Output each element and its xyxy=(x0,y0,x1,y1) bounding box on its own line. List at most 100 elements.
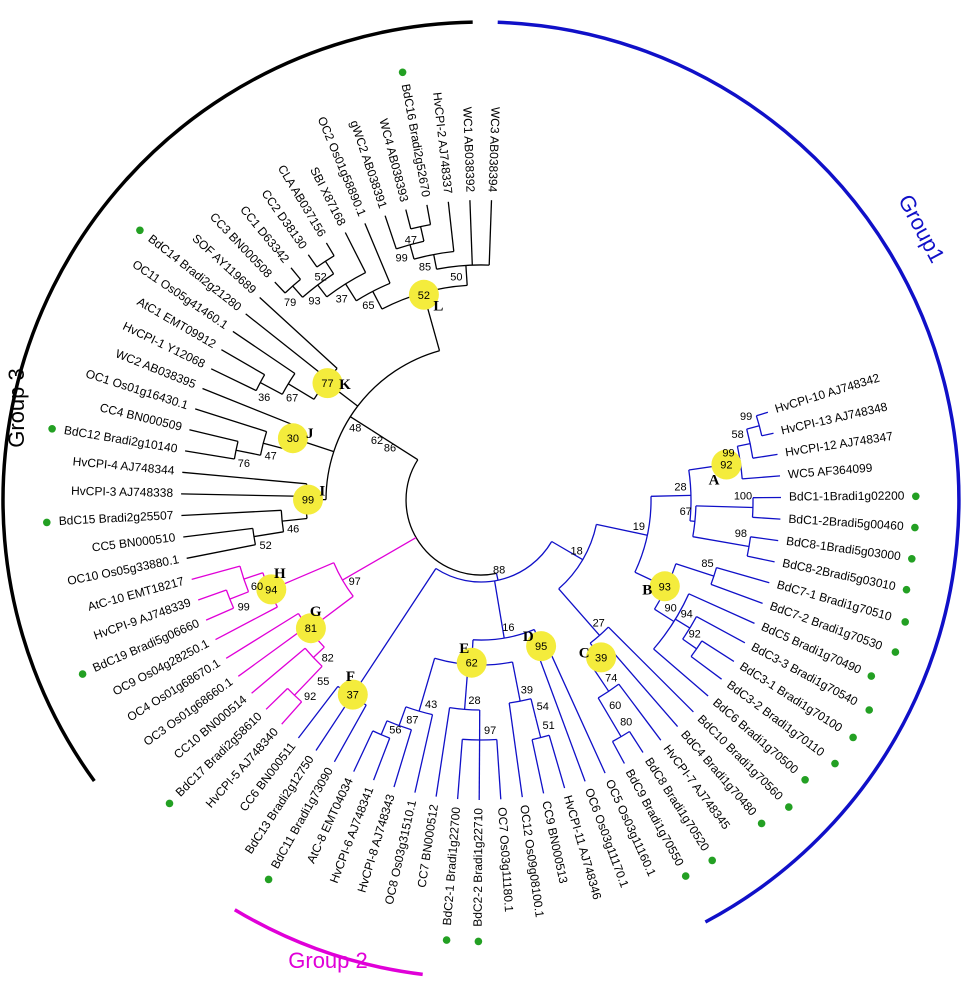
bootstrap-19: 51 xyxy=(542,720,554,732)
branch-line-46 xyxy=(690,655,722,680)
branch-line-75 xyxy=(535,718,542,738)
node-letter-D: D xyxy=(523,629,534,645)
bootstrap-29: 92 xyxy=(304,691,316,703)
leaf-marker-27 xyxy=(442,936,451,944)
branch-line-188 xyxy=(409,244,415,260)
bootstrap-9: 92 xyxy=(689,629,701,641)
leaf-label-49: HvCPI-4 AJ748344 xyxy=(72,454,175,477)
branch-line-190 xyxy=(384,215,397,250)
branch-line-19 xyxy=(752,453,778,459)
group-arcs xyxy=(1,20,961,977)
branch-line-68 xyxy=(535,649,586,782)
bootstrap-51: 99 xyxy=(395,253,407,265)
node-highlight-H xyxy=(256,574,287,605)
bootstrap-37: 76 xyxy=(238,458,250,470)
leaf-label-2: HvCPI-12 AJ748347 xyxy=(784,429,894,459)
branch-line-63 xyxy=(493,580,505,639)
bootstrap-16: 18 xyxy=(570,545,582,557)
branch-line-71 xyxy=(511,661,521,702)
branch-line-143 xyxy=(181,493,307,498)
branch-line-45 xyxy=(701,640,735,662)
bootstrap-52: 47 xyxy=(405,234,417,246)
node-letter-F: F xyxy=(346,669,355,685)
leaf-label-68: HvCPI-2 AJ748337 xyxy=(430,91,455,194)
leaf-marker-50 xyxy=(48,425,56,433)
branch-line-168 xyxy=(372,291,383,310)
branch-line-170 xyxy=(345,283,357,302)
bootstrap-13: 74 xyxy=(605,672,617,684)
bootstrap-20: 54 xyxy=(537,701,549,713)
branch-arc-185 xyxy=(436,264,490,270)
branch-arc-83 xyxy=(462,738,497,741)
node-highlight-G xyxy=(295,613,326,644)
node-highlight-L xyxy=(408,279,439,310)
branch-arc-4 xyxy=(558,524,598,590)
bootstrap-49: 50 xyxy=(450,271,462,283)
bootstrap-45: 52 xyxy=(314,272,326,284)
bootstrap-50: 85 xyxy=(419,262,431,274)
branch-line-56 xyxy=(618,683,662,741)
bootstrap-31: 82 xyxy=(322,653,334,665)
branch-line-136 xyxy=(282,517,308,522)
bootstrap-4: 98 xyxy=(735,528,747,540)
branch-line-123 xyxy=(229,591,249,600)
leaf-marker-8 xyxy=(901,618,909,626)
branch-line-97 xyxy=(353,730,374,772)
bootstrap-18: 88 xyxy=(493,565,505,577)
leaf-marker-7 xyxy=(902,585,911,594)
branch-line-78 xyxy=(531,739,545,794)
bootstrap-15: 80 xyxy=(620,717,632,729)
branch-line-39 xyxy=(688,593,755,624)
branch-line-90 xyxy=(414,714,434,793)
branch-arc-38 xyxy=(653,593,690,650)
branch-line-127 xyxy=(191,565,241,581)
bootstrap-highlight-F: 37 xyxy=(347,690,359,702)
branch-arc-22 xyxy=(692,505,697,537)
bootstrap-1: 58 xyxy=(731,429,743,441)
branch-line-100 xyxy=(333,704,367,763)
bootstrap-highlight-B: 93 xyxy=(659,581,671,593)
bootstrap-5: 67 xyxy=(680,506,692,518)
bootstrap-highlight-G: 81 xyxy=(305,623,317,635)
branch-line-48 xyxy=(558,588,601,636)
branch-arc-44 xyxy=(690,640,703,657)
leaf-marker-9 xyxy=(891,648,900,656)
leaf-marker-16 xyxy=(757,819,766,828)
branch-arc-169 xyxy=(355,282,391,302)
branch-line-102 xyxy=(297,686,339,739)
leaf-label-3: WC5 AF364099 xyxy=(787,461,873,482)
branch-line-161 xyxy=(210,368,257,392)
branch-line-144 xyxy=(182,471,307,485)
branch-arc-179 xyxy=(316,255,335,268)
branch-line-120 xyxy=(215,606,278,641)
leaf-markers xyxy=(43,68,920,946)
branch-arc-60 xyxy=(612,730,630,743)
branch-line-126 xyxy=(197,589,227,601)
branch-line-43 xyxy=(682,638,697,650)
leaf-marker-11 xyxy=(865,706,873,714)
bootstrap-53: 48 xyxy=(349,423,361,435)
branch-line-111 xyxy=(294,680,309,696)
branch-arc-24 xyxy=(751,497,754,518)
branch-line-186 xyxy=(433,254,438,270)
branch-line-7 xyxy=(650,494,691,497)
branch-arc-122 xyxy=(239,565,250,593)
branch-line-163 xyxy=(232,330,296,375)
bootstrap-34: 60 xyxy=(251,581,263,593)
leaf-label-47: BdC15 Bradi2g25507 xyxy=(58,508,174,528)
node-letter-L: L xyxy=(433,299,443,315)
node-letter-B: B xyxy=(642,583,652,599)
branch-line-67 xyxy=(546,645,606,774)
branch-arc-0 xyxy=(405,459,497,576)
branch-line-61 xyxy=(628,731,644,753)
branch-line-154 xyxy=(202,387,296,427)
leaf-marker-42 xyxy=(78,670,87,678)
branch-line-149 xyxy=(235,449,261,456)
leaf-label-48: HvCPI-3 AJ748338 xyxy=(71,484,174,500)
leaf-marker-19 xyxy=(681,872,690,880)
group-arc-g3 xyxy=(1,20,473,783)
branch-line-103 xyxy=(342,537,417,581)
node-highlights xyxy=(256,279,742,710)
bootstrap-25: 43 xyxy=(425,699,437,711)
bootstrap-highlight-H: 94 xyxy=(265,584,277,596)
